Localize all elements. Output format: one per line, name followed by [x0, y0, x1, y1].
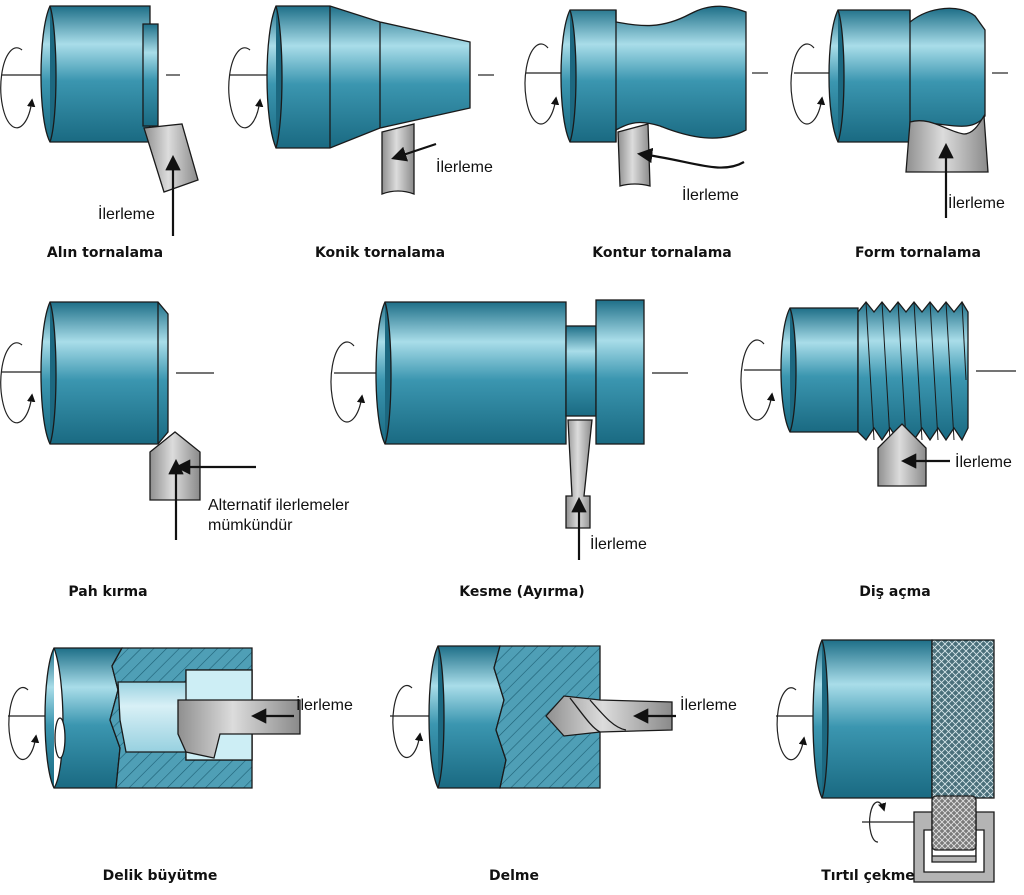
caption-face-turning: Alın tornalama — [47, 245, 163, 261]
rotation-arrow-icon — [8, 686, 48, 761]
feed-label: İlerleme — [680, 695, 737, 714]
caption-boring: Delik büyütme — [103, 868, 218, 884]
panel-drilling: İlerleme Delme — [390, 645, 737, 884]
rotation-arrow-icon — [228, 47, 270, 129]
rotation-arrow-icon — [790, 43, 832, 125]
feed-label: İlerleme — [296, 695, 353, 714]
rotation-arrow-icon — [740, 339, 782, 421]
cutting-tool — [143, 123, 199, 193]
panel-face-turning: İlerleme Alın tornalama — [0, 5, 199, 261]
workpiece — [266, 5, 471, 149]
feed-label: İlerleme — [98, 204, 155, 223]
rotation-arrow-icon — [330, 341, 376, 423]
workpiece — [828, 7, 986, 143]
panel-knurling: Tırtıl çekme — [776, 639, 995, 884]
feed-label: İlerleme — [682, 185, 739, 204]
feed-label: İlerleme — [948, 193, 1005, 212]
feed-label: İlerleme — [955, 452, 1012, 471]
workpiece — [375, 301, 567, 445]
chamfer-note-line1: Alternatif ilerlemeler — [208, 497, 350, 514]
caption-drilling: Delme — [489, 868, 539, 884]
workpiece — [780, 307, 859, 433]
caption-form-turning: Form tornalama — [855, 245, 981, 261]
cutting-tool — [617, 123, 651, 187]
rotation-arrow-icon — [390, 684, 434, 759]
panel-boring: İlerleme Delik büyütme — [8, 647, 353, 884]
workpiece — [812, 639, 933, 799]
panel-cut-off: İlerleme Kesme (Ayırma) — [330, 299, 688, 600]
caption-threading: Diş açma — [859, 584, 930, 600]
caption-contour-turning: Kontur tornalama — [592, 245, 732, 261]
rotation-arrow-icon — [0, 342, 44, 424]
panel-threading: İlerleme Diş açma — [740, 300, 1016, 600]
knurled-section — [931, 639, 995, 799]
caption-chamfering: Pah kırma — [68, 584, 147, 600]
knurling-wheel — [931, 795, 977, 851]
panel-chamfering: Alternatif ilerlemeler mümkündür Pah kır… — [0, 301, 350, 600]
rotation-arrow-icon — [0, 47, 46, 129]
thread-section — [857, 300, 969, 442]
workpiece — [560, 5, 747, 143]
feed-path — [636, 147, 745, 169]
caption-cut-off: Kesme (Ayırma) — [459, 584, 584, 600]
rotation-arrow-icon — [862, 801, 914, 843]
panel-taper-turning: İlerleme Konik tornalama — [228, 5, 494, 261]
feed-label: İlerleme — [590, 534, 647, 553]
chamfer-note-line2: mümkündür — [208, 517, 293, 534]
feed-arrow-icon — [391, 142, 437, 162]
panel-form-turning: İlerleme Form tornalama — [790, 7, 1008, 261]
boring-bar — [177, 699, 301, 759]
workpiece — [40, 5, 151, 143]
rotation-arrow-icon — [524, 43, 566, 125]
workpiece — [40, 301, 169, 445]
feed-label: İlerleme — [436, 157, 493, 176]
caption-taper-turning: Konik tornalama — [315, 245, 445, 261]
caption-knurling: Tırtıl çekme — [821, 868, 915, 884]
panel-contour-turning: İlerleme Kontur tornalama — [524, 5, 768, 261]
rotation-arrow-icon — [776, 687, 814, 761]
cutting-tool — [381, 123, 415, 195]
